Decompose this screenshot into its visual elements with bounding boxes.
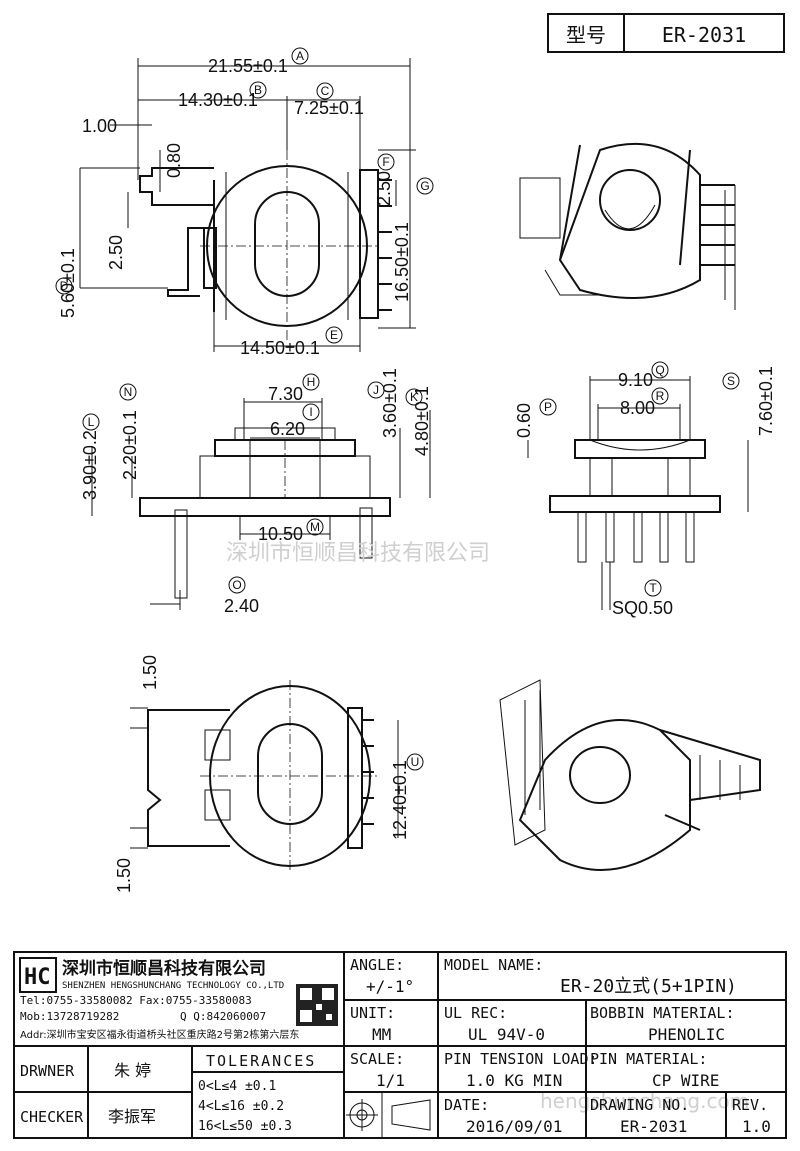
ul-label: UL REC: [444, 1004, 507, 1022]
svg-text:T: T [649, 581, 657, 595]
dim-d2: 0.80 [164, 143, 184, 178]
dim-Q: 9.10 [618, 370, 653, 390]
company-name-en: SHENZHEN HENGSHUNCHANG TECHNOLOGY CO.,LT… [62, 981, 284, 991]
tolerances-label: TOLERANCES [206, 1052, 316, 1070]
svg-text:D: D [60, 279, 69, 293]
company-mob: Mob:13728719282 [20, 1010, 119, 1023]
dim-O: 2.40 [224, 596, 259, 616]
tolerance-1: 0<L≤4 ±0.1 [198, 1079, 276, 1094]
scale-value: 1/1 [376, 1071, 405, 1090]
angle-label: ANGLE: [350, 956, 404, 974]
rev-value: 1.0 [742, 1117, 771, 1136]
svg-text:S: S [727, 374, 735, 388]
svg-text:L: L [88, 415, 95, 429]
company-addr: Addr:深圳市宝安区福永街道桥头社区重庆路2号第2栋第六层东 [20, 1028, 299, 1041]
date-label: DATE: [444, 1096, 489, 1114]
model-value: ER-2031 [662, 23, 746, 47]
dim-K: 4.80±0.1 [412, 386, 432, 456]
svg-text:Q: Q [655, 363, 664, 377]
svg-text:B: B [254, 83, 262, 97]
projection-symbol-icon [346, 1099, 431, 1131]
date-value: 2016/09/01 [466, 1117, 562, 1136]
dim-A: 21.55±0.1 [208, 56, 288, 76]
dim-T: SQ0.50 [612, 598, 673, 618]
dim-d1: 1.00 [82, 116, 117, 136]
pin-material-value: CP WIRE [652, 1071, 719, 1090]
dim-C: 7.25±0.1 [294, 98, 364, 118]
tolerance-3: 16<L≤50 ±0.3 [198, 1119, 292, 1134]
dim-d3: 2.50 [106, 235, 126, 270]
scale-label: SCALE: [350, 1050, 404, 1068]
dim-F: 2.50 [374, 171, 394, 206]
dim-d4: 1.50 [140, 655, 160, 690]
dim-B: 14.30±0.1 [178, 90, 258, 110]
svg-text:A: A [296, 49, 304, 63]
svg-text:E: E [330, 328, 338, 342]
company-name-cn: 深圳市恒顺昌科技有限公司 [62, 958, 266, 979]
svg-text:C: C [321, 84, 330, 98]
dim-R: 8.00 [620, 398, 655, 418]
dim-U: 12.40±0.1 [390, 760, 410, 840]
side-view: 7.30 H 6.20 I 3.60±0.1 J 4.80±0.1 K 3.90… [80, 368, 432, 616]
rev-label: REV. [732, 1096, 768, 1114]
watermark: 深圳市恒顺昌科技有限公司 [226, 541, 490, 566]
svg-text:F: F [382, 155, 389, 169]
svg-text:G: G [420, 179, 429, 193]
svg-text:R: R [656, 389, 665, 403]
front-view: 9.10 Q 8.00 R 0.60 P 7.60±0.1 S SQ0.50 T [514, 361, 776, 618]
bobbin-value: PHENOLIC [648, 1025, 725, 1044]
dim-D: 5.60±0.1 [58, 248, 78, 318]
dim-d5: 1.50 [114, 858, 134, 893]
title-block: HC 深圳市恒顺昌科技有限公司 SHENZHEN HENGSHUNCHANG T… [13, 951, 787, 1139]
svg-text:H: H [307, 375, 316, 389]
checker-label: CHECKER [20, 1108, 84, 1126]
drawing-no-label: DRAWING NO. [590, 1096, 689, 1114]
svg-text:P: P [544, 400, 552, 414]
angle-value: +/-1° [366, 977, 414, 996]
drawer-value: 朱 婷 [114, 1061, 151, 1080]
top-view: 21.55±0.1 A 14.30±0.1 B 7.25±0.1 C 1.00 … [55, 47, 434, 358]
unit-value: MM [372, 1025, 391, 1044]
svg-text:M: M [310, 520, 320, 534]
svg-text:J: J [373, 383, 379, 397]
dim-E: 14.50±0.1 [240, 338, 320, 358]
checker-value: 李振军 [108, 1107, 156, 1126]
dim-P: 0.60 [514, 403, 534, 438]
bobbin-label: BOBBIN MATERIAL: [590, 1004, 735, 1022]
svg-text:N: N [124, 385, 133, 399]
company-tel: Tel:0755-33580082 Fax:0755-33580083 [20, 994, 252, 1007]
dim-H: 7.30 [268, 384, 303, 404]
bottom-view: 1.50 1.50 12.40±0.1 U [114, 655, 424, 893]
svg-text:I: I [309, 405, 312, 419]
svg-text:K: K [410, 390, 418, 404]
model-name-value: ER-20立式(5+1PIN) [560, 976, 737, 997]
pin-tension-value: 1.0 KG MIN [466, 1071, 562, 1090]
pin-material-label: PIN MATERIAL: [590, 1050, 707, 1068]
tolerance-2: 4<L≤16 ±0.2 [198, 1099, 284, 1114]
dim-G: 16.50±0.1 [392, 222, 412, 302]
drawer-label: DRWNER [20, 1062, 75, 1080]
drawing-no-value: ER-2031 [620, 1117, 687, 1136]
svg-text:O: O [232, 578, 241, 592]
ul-value: UL 94V-0 [468, 1025, 545, 1044]
pin-tension-label: PIN TENSION LOAD: [444, 1050, 598, 1068]
isometric-view-1 [519, 142, 736, 310]
dim-M: 10.50 [258, 524, 303, 544]
dim-I: 6.20 [270, 419, 305, 439]
unit-label: UNIT: [350, 1004, 395, 1022]
isometric-view-2 [499, 679, 761, 871]
dim-S: 7.60±0.1 [756, 366, 776, 436]
dim-J: 3.60±0.1 [380, 368, 400, 438]
svg-text:U: U [411, 755, 420, 769]
model-label: 型号 [566, 23, 606, 47]
company-qq: Q Q:842060007 [180, 1010, 266, 1023]
model-header: 型号 ER-2031 [547, 13, 785, 53]
model-name-label: MODEL NAME: [444, 956, 543, 974]
dim-L: 3.90±0.2 [80, 430, 100, 500]
dim-N: 2.20±0.1 [120, 410, 140, 480]
company-logo: HC [24, 965, 51, 990]
